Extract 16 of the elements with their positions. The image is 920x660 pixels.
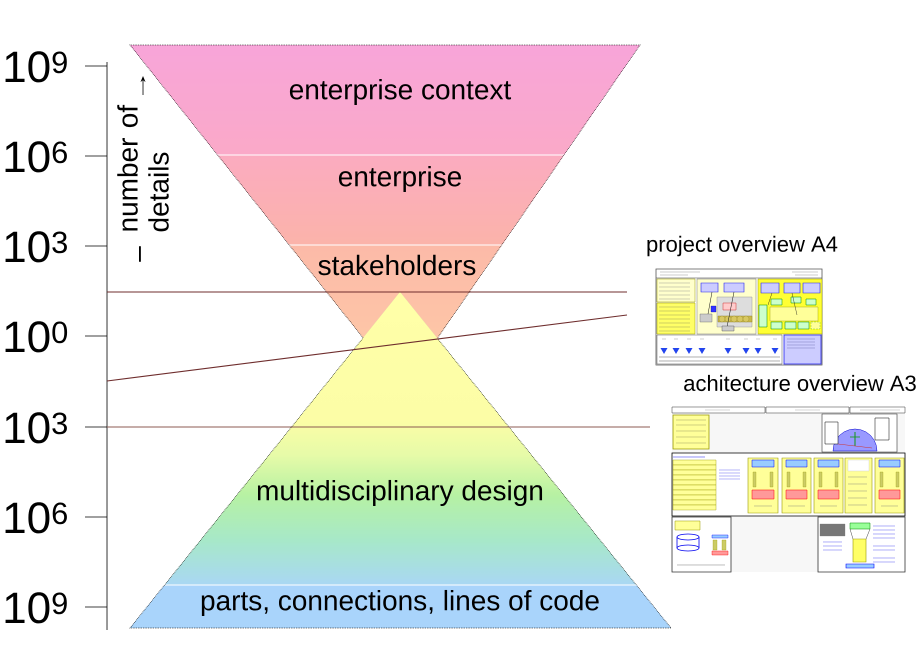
axis-label: 10$^{3}$ [6, 231, 67, 262]
thumbnail-title: achitecture overview A3 [684, 374, 916, 392]
axis-label: 10$^{6}$ [6, 502, 67, 534]
axis-title: number of details [117, 104, 169, 232]
band-label: multidisciplinary design [258, 480, 542, 506]
axis-label: 10$^{0}$ [6, 321, 68, 352]
minus-sign: – [139, 246, 141, 262]
axis-label: 10$^{3}$ [6, 412, 67, 444]
band-label: parts, connections, lines of code [202, 590, 599, 616]
axis-label: 10$^{6}$ [6, 141, 67, 172]
band-label: enterprise [338, 166, 461, 192]
thumbnail-title: project overview A4 [647, 236, 838, 256]
axis-label: 10$^{9}$ [6, 51, 67, 82]
axis-label: 10$^{9}$ [6, 592, 67, 624]
band-label: stakeholders [318, 254, 476, 276]
band-label: enterprise context [290, 78, 512, 106]
